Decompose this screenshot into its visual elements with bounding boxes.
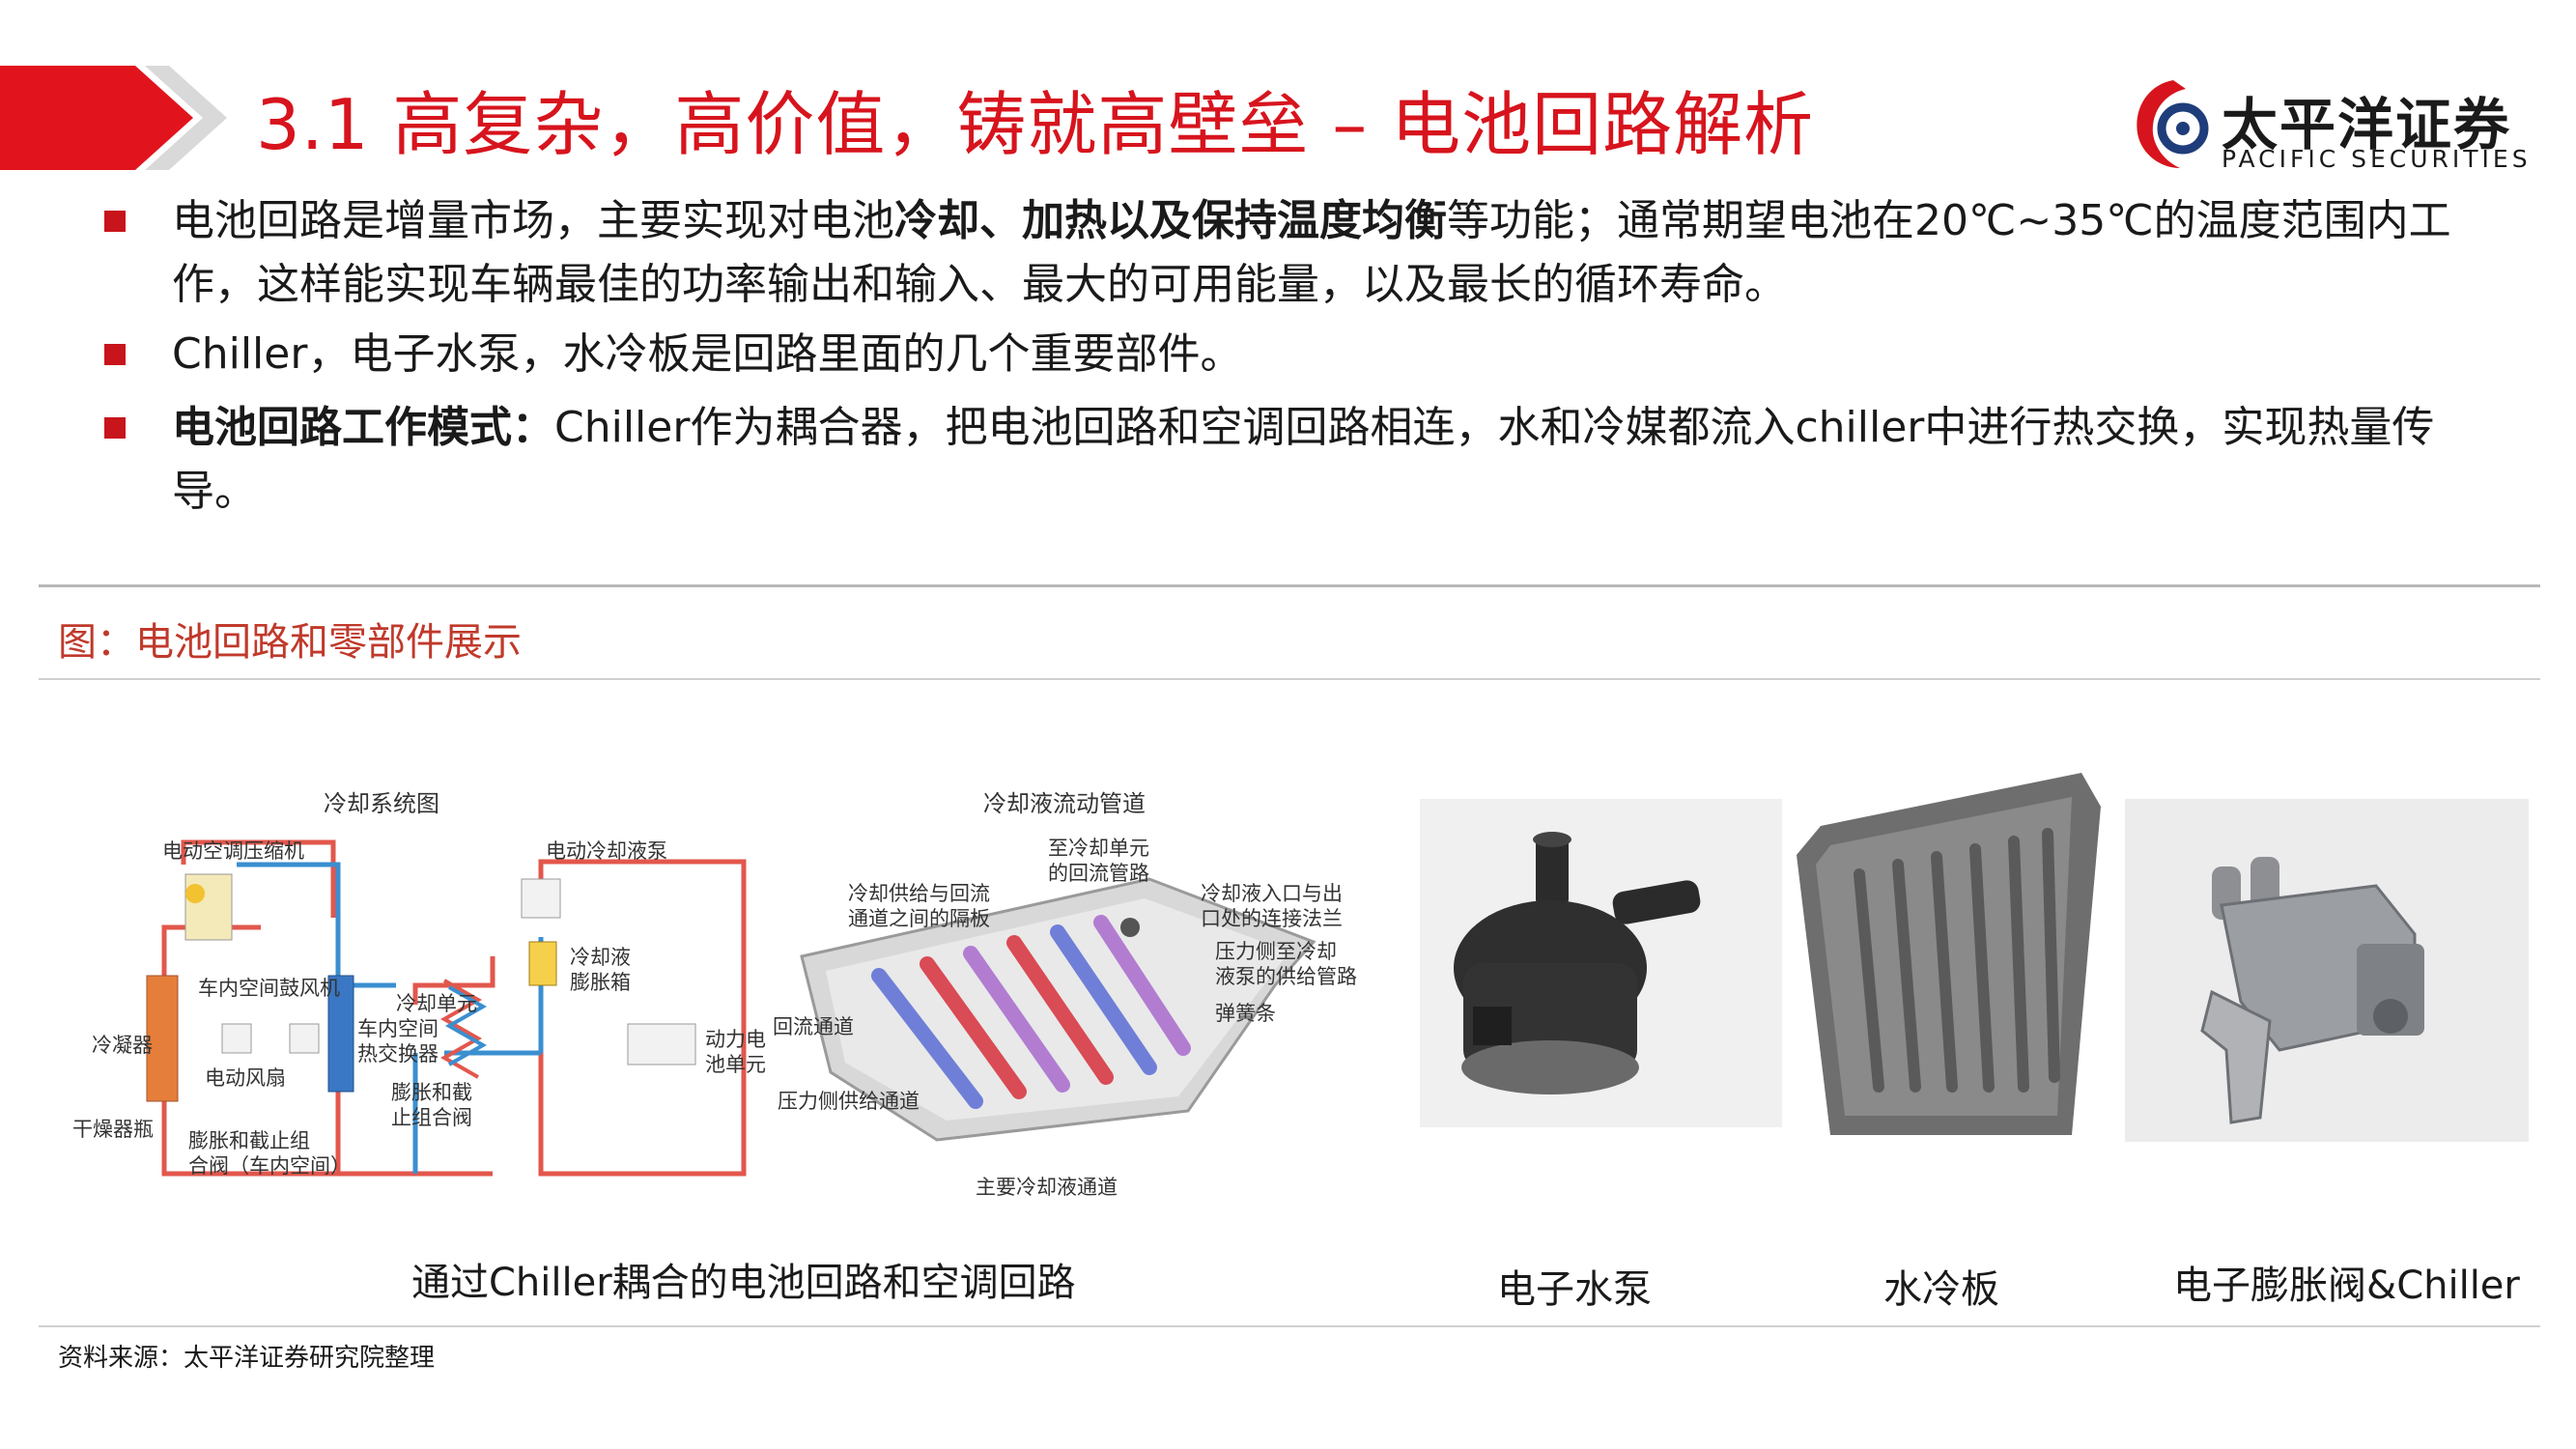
divider-caption — [39, 678, 2540, 680]
caption-plate: 水冷板 — [1883, 1267, 1999, 1312]
label-supply-pipe: 压力侧至冷却 液泵的供给管路 — [1215, 940, 1357, 988]
divider-bottom — [39, 1325, 2540, 1327]
label-blower: 车内空间鼓风机 — [198, 977, 340, 1000]
page-title: 3.1 高复杂，高价值，铸就高壁垒 – 电池回路解析 — [256, 84, 1815, 165]
cold-plate-image — [1792, 768, 2110, 1140]
label-battery: 动力电 池单元 — [705, 1028, 766, 1076]
bullet-1-bold: 冷却、加热以及保持温度均衡 — [894, 196, 1447, 245]
pacific-logo-icon — [2137, 80, 2209, 168]
divider-top — [39, 584, 2540, 587]
label-valve2: 膨胀和截止组 合阀（车内空间） — [188, 1129, 351, 1178]
label-partition: 冷却供给与回流 通道之间的隔板 — [848, 882, 990, 930]
bullet-3-bold: 电池回路工作模式： — [172, 403, 554, 452]
logo-text: 太平洋证券 — [2222, 92, 2512, 157]
diagram2-title: 冷却液流动管道 — [983, 790, 1146, 817]
cooling-system-diagram — [146, 839, 747, 1177]
label-tank: 冷却液 膨胀箱 — [570, 946, 631, 994]
bullet-square-icon — [104, 344, 126, 365]
bullet-square-icon — [104, 211, 126, 232]
header-arrow-decoration — [0, 66, 227, 170]
bullet-2-text: Chiller，电子水泵，水冷板是回路里面的几个重要部件。 — [172, 329, 1243, 379]
caption-valve: 电子膨胀阀&Chiller — [2173, 1264, 2520, 1308]
label-flange: 冷却液入口与出 口处的连接法兰 — [1201, 882, 1343, 930]
label-fan: 电动风扇 — [205, 1066, 286, 1090]
label-condenser: 冷凝器 — [92, 1034, 153, 1057]
water-pump-image — [1420, 799, 1782, 1127]
label-chiller: 冷却单元 — [396, 992, 477, 1015]
label-spring: 弹簧条 — [1215, 1002, 1276, 1025]
label-return-channel: 回流通道 — [773, 1015, 854, 1038]
label-evaporator: 车内空间 热交换器 — [357, 1017, 439, 1065]
label-pump: 电动冷却液泵 — [546, 839, 667, 863]
source-note: 资料来源：太平洋证券研究院整理 — [58, 1344, 436, 1373]
caption-pump: 电子水泵 — [1497, 1267, 1652, 1312]
bullet-1: 电池回路是增量市场，主要实现对电池冷却、加热以及保持温度均衡等功能；通常期望电池… — [104, 189, 2509, 317]
label-valve1: 膨胀和截 止组合阀 — [391, 1081, 472, 1129]
bullet-1-text: 电池回路是增量市场，主要实现对电池 — [172, 196, 894, 245]
bullet-3: 电池回路工作模式：Chiller作为耦合器，把电池回路和空调回路相连，水和冷媒都… — [104, 396, 2509, 524]
logo-subtext: PACIFIC SECURITIES — [2222, 145, 2532, 173]
bullet-square-icon — [104, 417, 126, 439]
expansion-valve-chiller-image — [2125, 799, 2529, 1142]
label-compressor: 电动空调压缩机 — [162, 839, 304, 863]
label-main-channel: 主要冷却液通道 — [976, 1176, 1118, 1199]
coolant-channel-diagram — [800, 877, 1316, 1142]
diagram1-title: 冷却系统图 — [324, 790, 439, 817]
label-return-pipe: 至冷却单元 的回流管路 — [1048, 837, 1149, 885]
label-supply-channel: 压力侧供给通道 — [778, 1090, 920, 1113]
caption-loop: 通过Chiller耦合的电池回路和空调回路 — [411, 1261, 1076, 1305]
figure-caption: 图：电池回路和零部件展示 — [58, 620, 522, 665]
bullet-1-tail: 等功能；通常期望电池在20℃~35℃的温度范围内工作，这样能实现车辆最佳的功率输… — [172, 196, 2451, 309]
bullet-2: Chiller，电子水泵，水冷板是回路里面的几个重要部件。 — [104, 323, 2509, 386]
bullet-3-text: Chiller作为耦合器，把电池回路和空调回路相连，水和冷媒都流入chiller… — [172, 403, 2435, 516]
label-dryer: 干燥器瓶 — [72, 1118, 154, 1141]
